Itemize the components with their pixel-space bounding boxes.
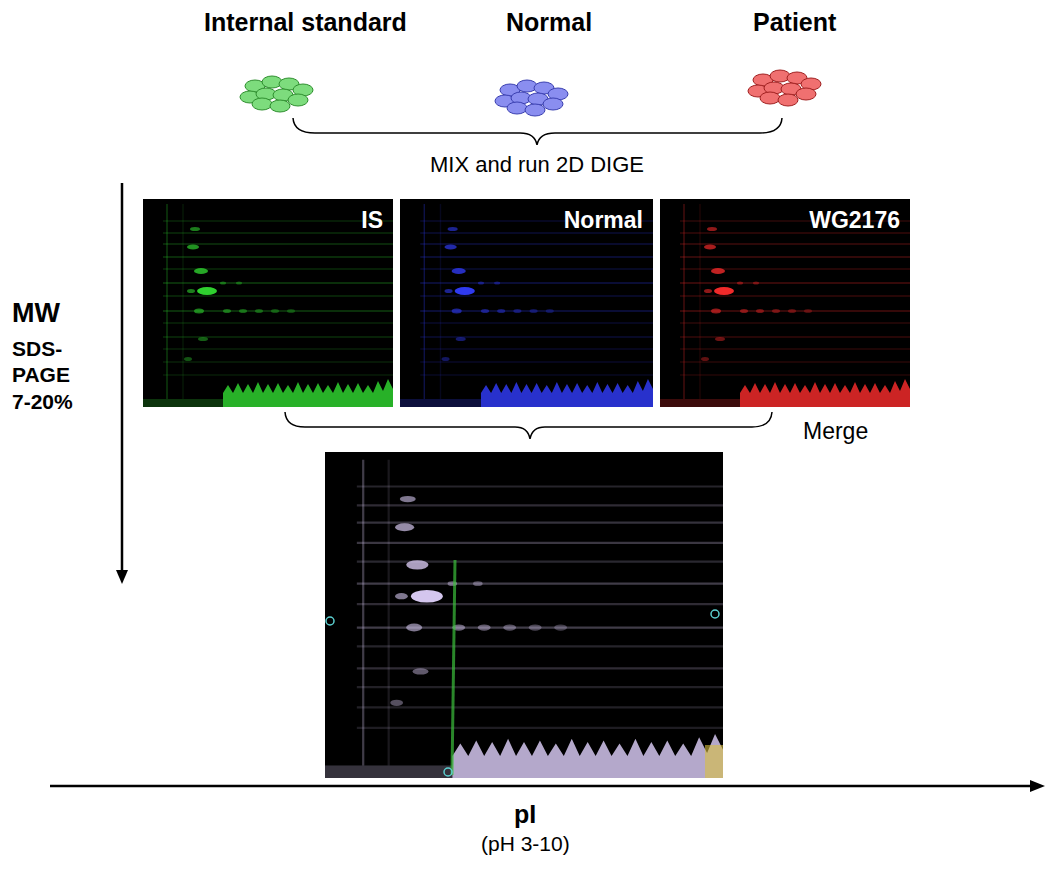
gel-image: WG2176: [660, 199, 910, 407]
axis-label: MIX and run 2D DIGE: [430, 152, 644, 178]
sample-heading: Internal standard: [204, 8, 407, 37]
gel-image: IS: [143, 199, 393, 407]
axis-label: (pH 3-10): [481, 832, 570, 856]
gel-label: WG2176: [809, 207, 900, 234]
axis-label: SDS- PAGE 7-20%: [12, 336, 84, 415]
axis-label: Merge: [803, 418, 868, 445]
sample-label: Normal: [506, 8, 592, 37]
gel-image: Normal: [400, 199, 653, 407]
sample-label: Patient: [753, 8, 836, 37]
sample-heading: Patient: [753, 8, 836, 37]
sample-label: Internal standard: [204, 8, 407, 37]
sample-heading: Normal: [506, 8, 592, 37]
axis-label: MW: [12, 298, 60, 329]
gel-label: IS: [361, 207, 383, 234]
gel-label: Normal: [564, 207, 643, 234]
axis-label: pI: [514, 800, 536, 829]
